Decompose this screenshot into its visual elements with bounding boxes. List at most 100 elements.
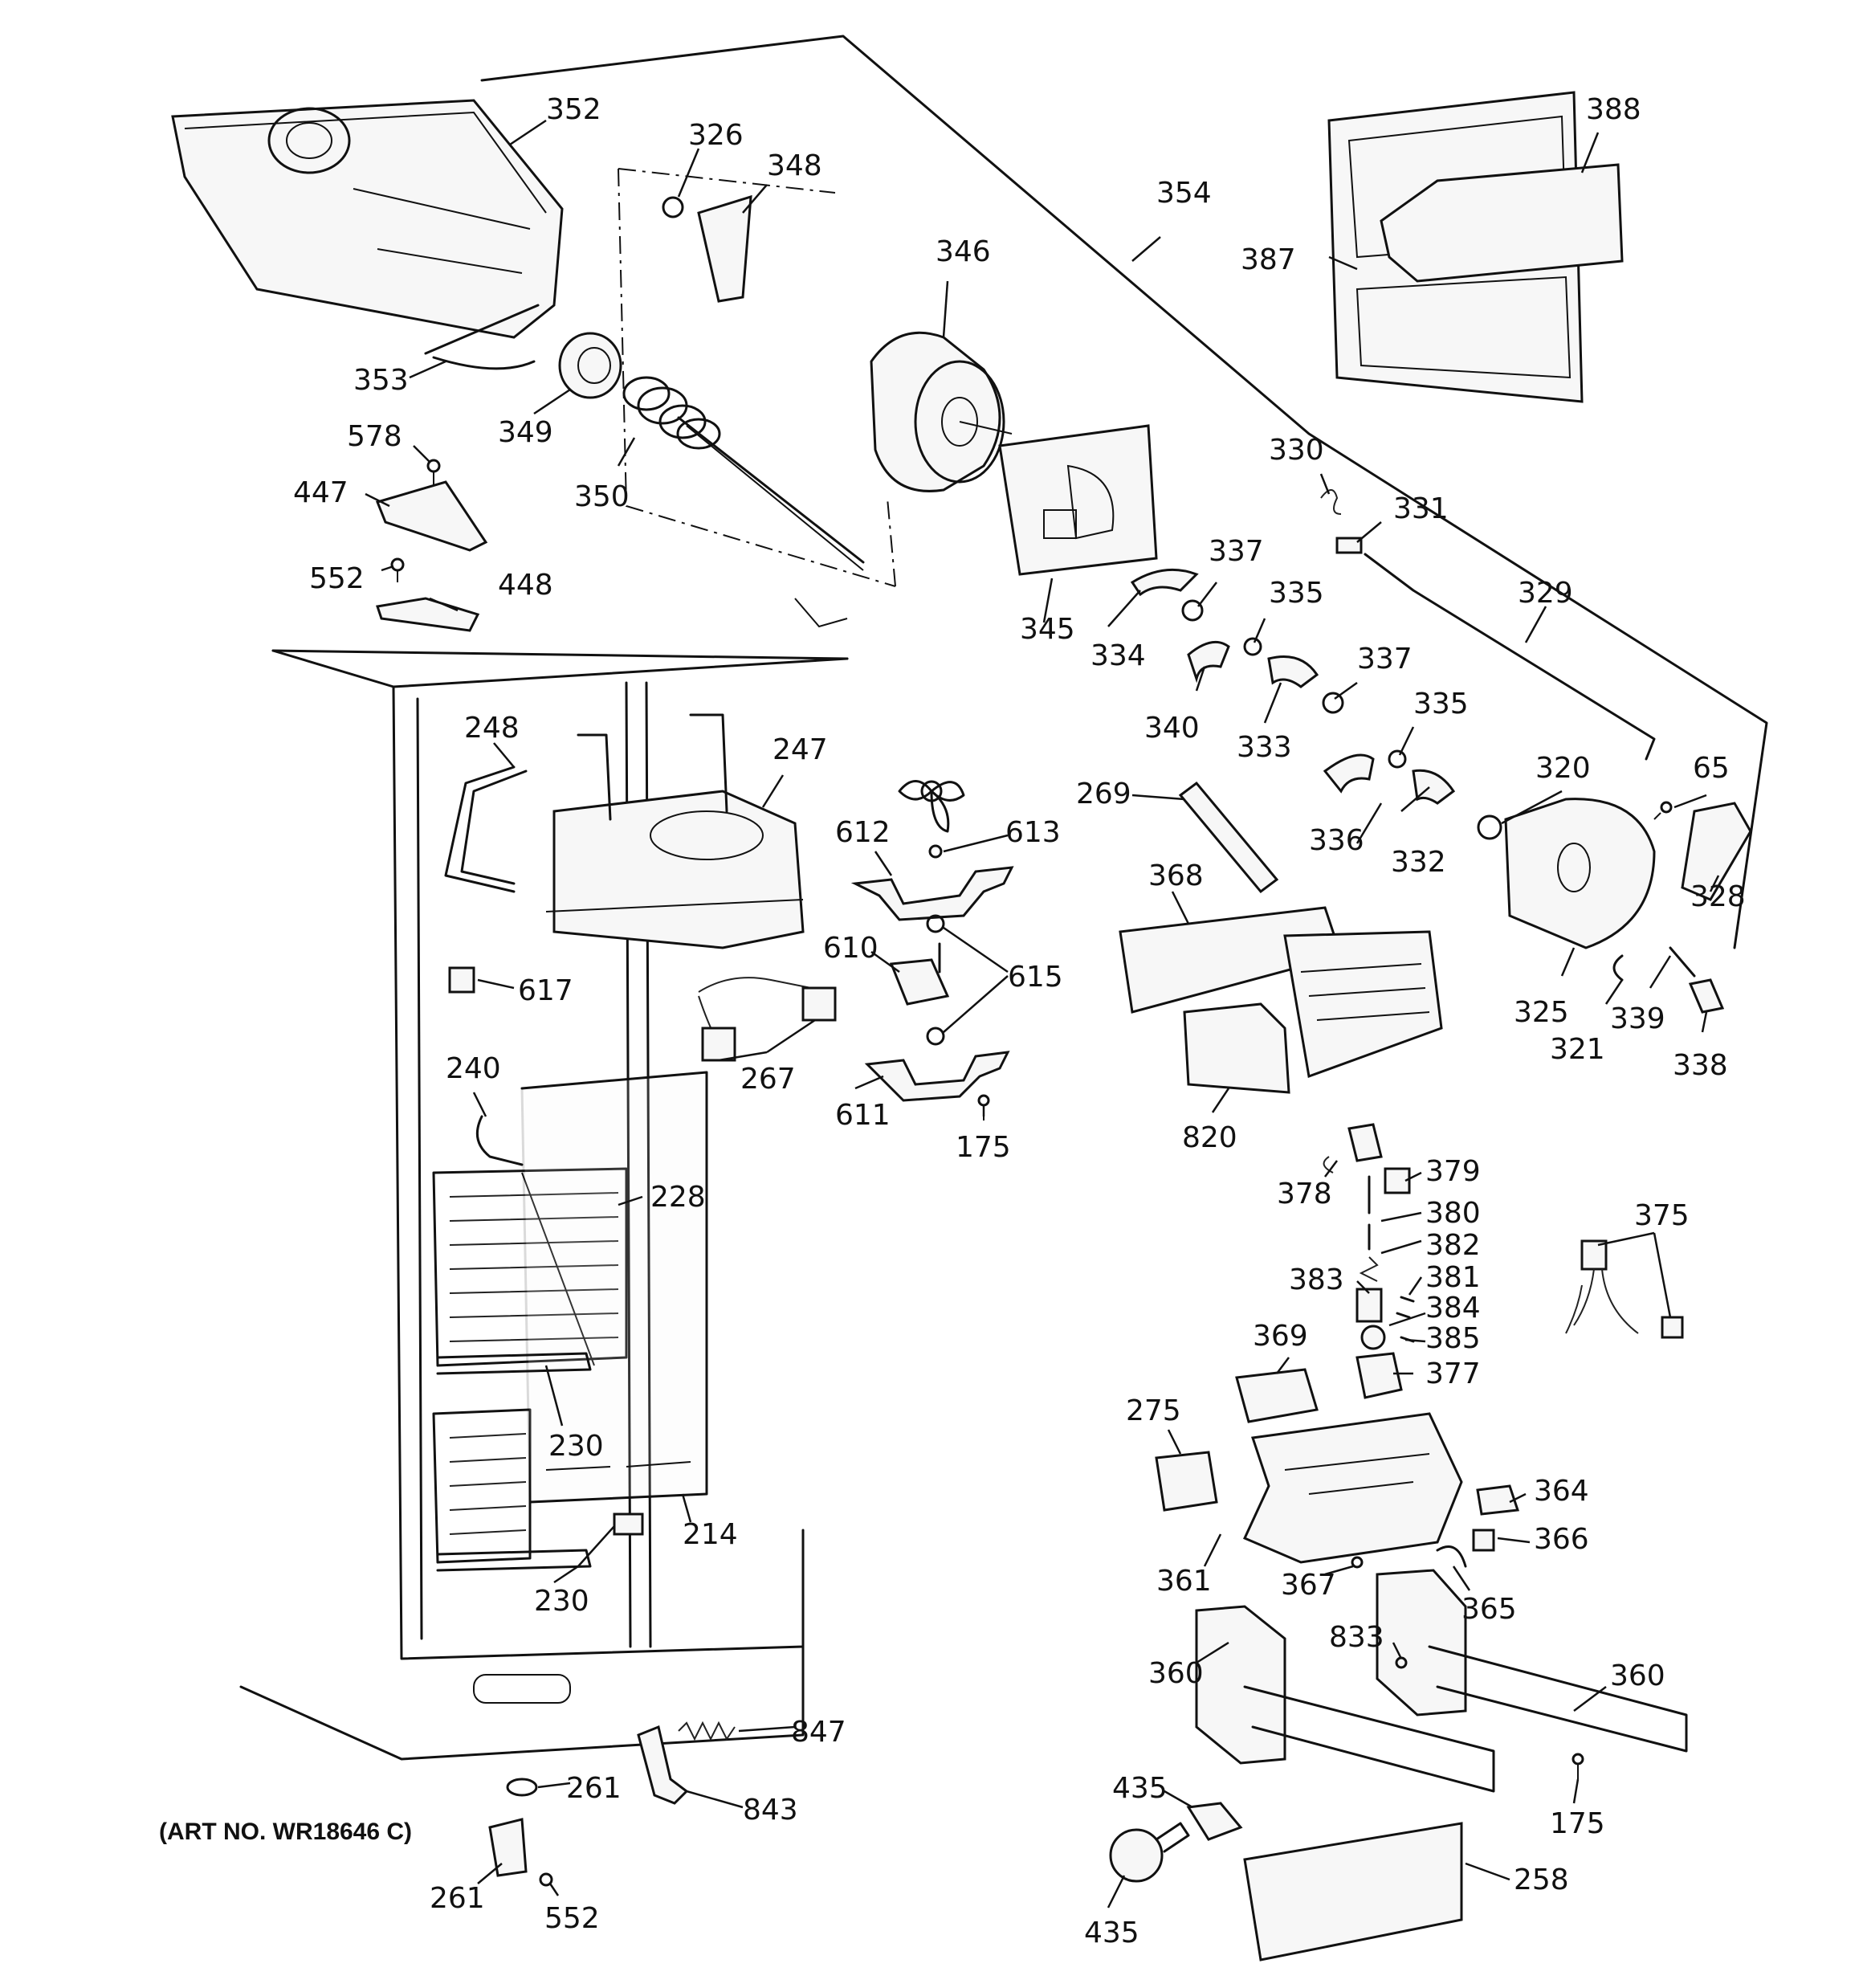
mounting-plate-345 (998, 424, 1158, 576)
clip-843 (637, 1725, 689, 1805)
callout-230-upper: 230 (548, 1430, 604, 1463)
callout-833: 833 (1329, 1621, 1384, 1654)
evaporator-228 (432, 1071, 708, 1564)
rail-360-right (1376, 1569, 1688, 1753)
callout-365: 365 (1461, 1593, 1517, 1626)
callout-381: 381 (1425, 1261, 1481, 1294)
callout-350: 350 (574, 480, 630, 513)
switch-364 (1476, 1484, 1520, 1516)
e-ring-384 (1396, 1312, 1411, 1319)
clip-617 (448, 966, 475, 994)
cam-333 (1267, 655, 1319, 688)
fan-housing-247 (545, 713, 805, 949)
callout-336: 336 (1309, 824, 1364, 857)
callout-330: 330 (1269, 434, 1324, 467)
callout-352: 352 (546, 93, 601, 126)
icemaker-motor-cover-820 (1183, 1002, 1290, 1094)
pin-339 (1669, 946, 1696, 978)
clip-321 (1612, 954, 1624, 982)
callout-269: 269 (1076, 778, 1131, 810)
screw-552-hinge (539, 1872, 553, 1887)
dispenser-paddle-388 (1380, 163, 1624, 283)
callout-333: 333 (1237, 731, 1292, 764)
callout-369: 369 (1253, 1320, 1308, 1353)
callout-617: 617 (518, 974, 573, 1007)
washer-337-upper (1181, 599, 1204, 622)
callout-375: 375 (1634, 1199, 1690, 1232)
bracket-447 (375, 480, 488, 552)
screw-65 (1653, 801, 1673, 820)
clip-331 (1335, 537, 1363, 554)
bracket-612 (850, 866, 1014, 921)
callout-261-hinge: 261 (430, 1882, 485, 1915)
spring-382 (1359, 1256, 1379, 1282)
callout-435-socket: 435 (1112, 1772, 1168, 1805)
callout-447: 447 (293, 476, 349, 509)
shield-275 (1155, 1451, 1218, 1512)
callout-345: 345 (1020, 613, 1075, 646)
callout-339: 339 (1610, 1002, 1665, 1035)
auger-350 (622, 376, 865, 571)
callout-337-upper: 337 (1209, 535, 1264, 568)
cam-332 (1412, 769, 1456, 805)
callout-labels: 352 326 348 354 388 387 346 353 349 350 … (293, 93, 1746, 1949)
callout-321: 321 (1550, 1033, 1605, 1066)
callout-325: 325 (1514, 996, 1569, 1029)
chassis-361 (1242, 1412, 1463, 1564)
callout-610: 610 (823, 932, 879, 965)
callout-377: 377 (1425, 1357, 1481, 1390)
grommet-615-upper (926, 914, 945, 933)
callout-335-upper: 335 (1269, 577, 1324, 610)
clip-384 (1360, 1325, 1386, 1350)
freezer-compartment-outline (480, 35, 1768, 949)
motor-369 (1235, 1368, 1319, 1423)
callout-552-lower: 552 (544, 1902, 600, 1935)
callout-367: 367 (1281, 1569, 1336, 1602)
tube-269 (1178, 781, 1279, 894)
callout-349: 349 (498, 416, 553, 449)
wire-240 (475, 1115, 524, 1166)
plate-348 (697, 194, 752, 303)
nut-613 (928, 844, 943, 859)
bushing-383 (1355, 1288, 1383, 1323)
callout-615: 615 (1008, 961, 1063, 994)
callout-261-washer: 261 (566, 1772, 622, 1805)
art-number: (ART NO. WR18646 C) (159, 1819, 412, 1845)
callout-366: 366 (1534, 1523, 1589, 1556)
callout-368: 368 (1148, 859, 1204, 892)
lamp-cover-258 (1243, 1822, 1463, 1961)
callout-387: 387 (1241, 243, 1296, 276)
callout-267: 267 (740, 1063, 796, 1096)
callout-340: 340 (1144, 712, 1200, 745)
rail-360-left (1195, 1605, 1495, 1793)
leader-lines (365, 119, 1720, 1908)
callout-175-rail: 175 (1550, 1807, 1605, 1840)
screw-175-rail (1572, 1753, 1584, 1779)
bracket-230 (613, 1512, 644, 1536)
back-panel-214 (520, 1071, 708, 1504)
callout-329: 329 (1518, 577, 1573, 610)
callout-578: 578 (347, 420, 402, 453)
callout-214: 214 (683, 1518, 738, 1551)
callout-247: 247 (773, 733, 828, 766)
callout-448: 448 (498, 569, 553, 602)
bearing-349 (558, 332, 622, 399)
washer-337-lower (1322, 692, 1344, 714)
lamp-socket-435 (1186, 1802, 1243, 1841)
nut-326 (662, 196, 684, 218)
callout-382: 382 (1425, 1229, 1481, 1262)
callout-326: 326 (688, 119, 744, 152)
bracket-448 (376, 597, 480, 632)
cam-334 (1130, 568, 1199, 597)
clip-366 (1472, 1529, 1495, 1552)
callout-338: 338 (1673, 1049, 1728, 1082)
callout-337-lower: 337 (1357, 643, 1413, 676)
duct-248 (444, 765, 528, 893)
callout-334: 334 (1090, 639, 1146, 672)
callout-820: 820 (1182, 1121, 1237, 1154)
bracket-377 (1355, 1352, 1403, 1399)
callout-383: 383 (1289, 1263, 1344, 1296)
auger-motor-325 (1477, 798, 1656, 949)
callout-843: 843 (743, 1794, 798, 1827)
ice-bucket-352 (171, 99, 564, 355)
